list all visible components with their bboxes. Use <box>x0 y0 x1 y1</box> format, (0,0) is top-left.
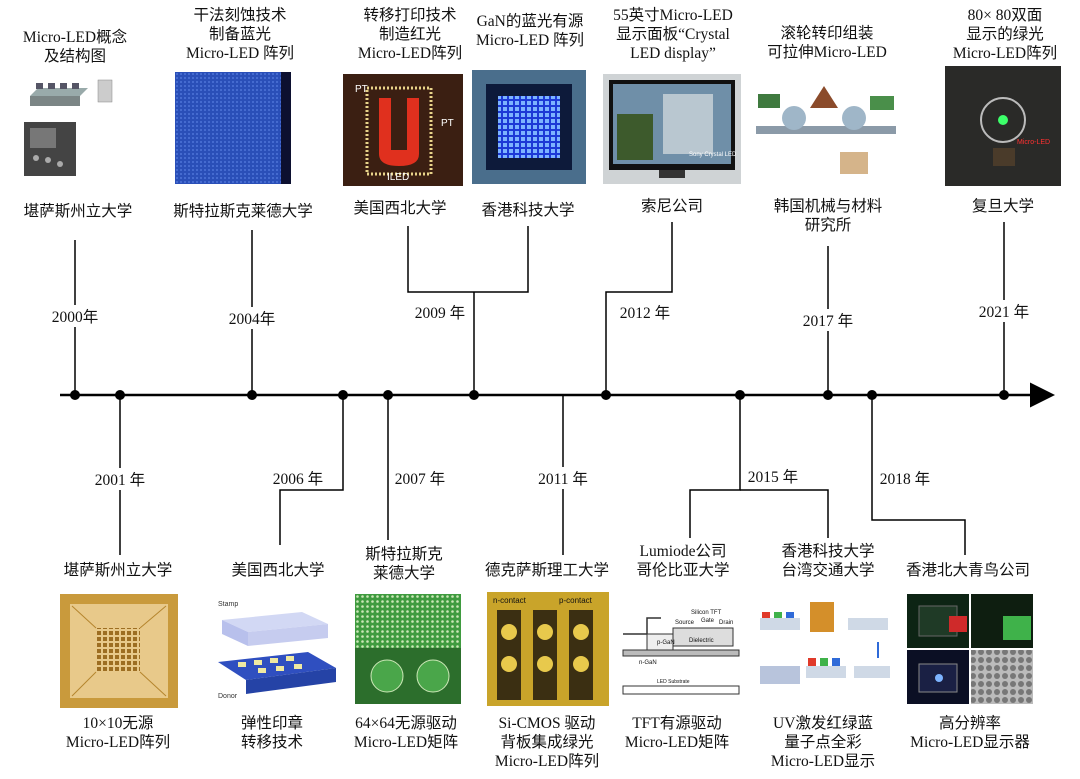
year-2011: 2011 年 <box>536 467 590 489</box>
inst-2009b: 香港科技大学 <box>481 202 575 219</box>
year-2004: 2004年 <box>226 307 278 329</box>
svg-text:Gate: Gate <box>701 618 715 624</box>
connector-2015b <box>740 489 829 538</box>
image-tft-schematic: p-GaN n-GaN Silicon TFT Source Gate Drai… <box>617 600 745 704</box>
title-2009a: 转移打印技术 制造红光 Micro-LED阵列 <box>357 7 463 62</box>
year-2017: 2017 年 <box>800 309 856 331</box>
image-64x64-matrix <box>355 594 461 704</box>
title-2015b: UV激发红绿蓝 量子点全彩 Micro-LED显示 <box>770 715 876 770</box>
year-2015: 2015 年 <box>745 465 801 487</box>
image-roll-transfer <box>750 68 900 188</box>
title-2017: 滚轮转印组装 可拉伸Micro-LED <box>767 25 887 61</box>
year-2021: 2021 年 <box>976 300 1032 322</box>
title-2012: 55英寸Micro-LED 显示面板“Crystal LED display” <box>613 7 733 62</box>
image-gan-blue-array <box>472 70 586 184</box>
svg-text:PT: PT <box>355 84 368 95</box>
svg-text:PT: PT <box>441 118 454 129</box>
year-2000: 2000年 <box>49 305 101 327</box>
image-si-cmos: n-contact p-contact <box>487 592 609 706</box>
title-2009b: GaN的蓝光有源 Micro-LED 阵列 <box>475 13 585 49</box>
image-red-u-led: PT PT ILED <box>343 74 463 186</box>
svg-text:Silicon TFT: Silicon TFT <box>691 610 722 616</box>
svg-text:ILED: ILED <box>387 172 409 183</box>
year-2001: 2001 年 <box>92 468 148 490</box>
image-qd-full-color <box>754 596 894 710</box>
svg-text:Sony Crystal LED: Sony Crystal LED <box>689 152 737 158</box>
inst-2021: 复旦大学 <box>971 198 1035 215</box>
image-high-res-display <box>905 592 1035 706</box>
year-2012: 2012 年 <box>617 301 673 323</box>
inst-2006: 美国西北大学 <box>231 562 325 579</box>
inst-2018: 香港北大青鸟公司 <box>905 562 1031 579</box>
svg-text:p-contact: p-contact <box>559 596 593 605</box>
year-2009: 2009 年 <box>412 301 468 323</box>
image-elastic-stamp: Stamp Donor <box>208 590 340 706</box>
svg-text:n-GaN: n-GaN <box>639 660 657 666</box>
title-2018: 高分辨率 Micro-LED显示器 <box>910 715 1030 751</box>
year-2007: 2007 年 <box>392 467 448 489</box>
inst-2015b: 香港科技大学 台湾交通大学 <box>781 543 875 579</box>
title-2011: Si-CMOS 驱动 背板集成绿光 Micro-LED阵列 <box>494 715 600 770</box>
title-2004: 干法刻蚀技术 制备蓝光 Micro-LED 阵列 <box>185 7 295 62</box>
svg-text:LED Substrate: LED Substrate <box>657 679 690 685</box>
svg-text:Stamp: Stamp <box>218 601 238 608</box>
title-2001: 10×10无源 Micro-LED阵列 <box>65 715 171 751</box>
inst-2004: 斯特拉斯克莱德大学 <box>173 203 313 220</box>
title-2015a: TFT有源驱动 Micro-LED矩阵 <box>624 715 730 751</box>
connector-2018 <box>871 395 966 555</box>
svg-text:Dielectric: Dielectric <box>689 638 714 644</box>
svg-text:n-contact: n-contact <box>493 596 527 605</box>
timeline-dots <box>70 390 1009 400</box>
inst-2011: 德克萨斯理工大学 <box>484 562 610 579</box>
title-2007: 64×64无源驱动 Micro-LED矩阵 <box>353 715 459 751</box>
title-2006: 弹性印章 转移技术 <box>240 715 304 751</box>
year-2018: 2018 年 <box>877 467 933 489</box>
connector-2012 <box>605 222 673 395</box>
connector-2009 <box>407 226 529 293</box>
connector-2006 <box>279 395 344 545</box>
inst-2001: 堪萨斯州立大学 <box>63 562 173 579</box>
svg-text:Source: Source <box>675 620 695 626</box>
inst-2012: 索尼公司 <box>640 198 704 215</box>
svg-text:Donor: Donor <box>218 693 238 700</box>
inst-2007: 斯特拉斯克 莱德大学 <box>365 546 443 582</box>
title-2021: 80× 80双面 显示的绿光 Micro-LED阵列 <box>952 7 1058 62</box>
svg-text:Drain: Drain <box>719 620 733 626</box>
inst-2017: 韩国机械与材料 研究所 <box>773 198 883 234</box>
year-2006: 2006 年 <box>270 467 326 489</box>
image-passive-10x10 <box>60 594 178 708</box>
image-green-display: Micro-LED <box>945 66 1061 186</box>
image-blue-led-array <box>175 72 291 184</box>
inst-2015a: Lumiode公司 哥伦比亚大学 <box>636 543 730 579</box>
title-2000: Micro-LED概念 及结构图 <box>22 29 128 65</box>
inst-2000: 堪萨斯州立大学 <box>23 203 133 220</box>
inst-2009a: 美国西北大学 <box>353 200 447 217</box>
svg-text:Micro-LED: Micro-LED <box>1017 139 1050 146</box>
image-micro-led-concept <box>22 68 128 180</box>
connector-2015 <box>689 395 741 538</box>
svg-text:p-GaN: p-GaN <box>657 640 675 646</box>
image-sony-tv: Sony Crystal LED <box>603 74 741 184</box>
